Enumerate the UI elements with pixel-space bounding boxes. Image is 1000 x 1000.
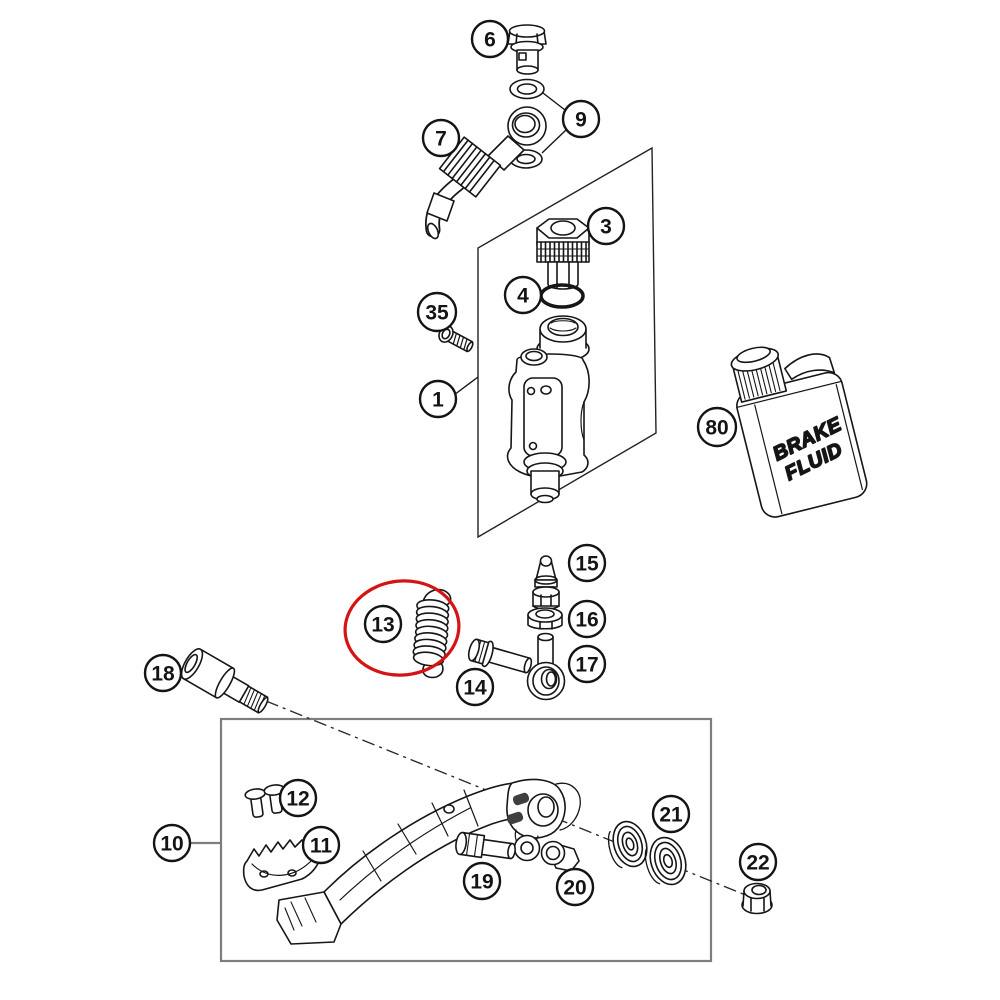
callout-17: 17 [567, 644, 607, 684]
svg-text:21: 21 [659, 804, 683, 827]
part-13-spring-drawing [412, 588, 452, 679]
svg-text:19: 19 [470, 871, 493, 894]
svg-text:12: 12 [286, 788, 309, 811]
callout-6: 6 [470, 19, 510, 59]
svg-text:4: 4 [517, 285, 529, 308]
part-7-brake-hose-drawing [424, 106, 547, 240]
part-16-nut-drawing [527, 607, 563, 630]
callout-21: 21 [651, 794, 691, 834]
svg-text:22: 22 [746, 852, 769, 875]
callout-16: 16 [567, 599, 607, 639]
callout-9-leader-lines [541, 92, 567, 154]
svg-text:6: 6 [484, 29, 496, 52]
part-6-banjo-bolt-drawing [507, 24, 547, 75]
svg-text:11: 11 [310, 835, 333, 858]
callout-12: 12 [278, 778, 318, 818]
svg-text:20: 20 [563, 877, 586, 900]
part-15-pushrod-drawing [532, 555, 560, 610]
part-9-washers-drawing [509, 78, 545, 169]
callout-10: 10 [152, 823, 192, 863]
svg-text:15: 15 [575, 553, 599, 576]
svg-text:10: 10 [160, 833, 183, 856]
part-10-pedal-assembly-drawing [276, 778, 581, 945]
svg-text:9: 9 [575, 109, 587, 132]
part-20-nut-drawing [540, 840, 580, 872]
master-cylinder-panel-box [477, 146, 657, 539]
callout-15: 15 [567, 543, 607, 583]
part-3-plug-drawing [536, 218, 590, 290]
part-19-bolt-drawing [455, 831, 516, 860]
callout-35: 35 [416, 291, 458, 333]
part-18-hinge-bolt-drawing [180, 648, 269, 714]
svg-text:14: 14 [463, 677, 487, 700]
part-80-brake-fluid-bottle-drawing: BRAKE FLUID [730, 346, 868, 518]
svg-text:7: 7 [435, 128, 447, 151]
callout-22: 22 [738, 842, 778, 882]
highlight-ellipse-part-13 [343, 579, 461, 677]
svg-text:17: 17 [575, 654, 598, 677]
callout-9: 9 [561, 99, 601, 139]
part-1-master-cylinder-drawing [506, 315, 590, 504]
callout-3: 3 [586, 206, 626, 246]
callout-1-leader-line [453, 376, 479, 396]
callout-11: 11 [301, 825, 341, 865]
part-17-rod-end-drawing [526, 632, 566, 701]
part-22-flange-nut-drawing [741, 882, 773, 915]
callout-18: 18 [143, 653, 183, 693]
svg-text:35: 35 [425, 302, 449, 325]
callout-1: 1 [418, 379, 458, 419]
pedal-group-box [219, 717, 713, 963]
svg-text:16: 16 [575, 609, 598, 632]
part-21-bearings-drawing [607, 820, 687, 886]
svg-text:13: 13 [371, 614, 394, 637]
callout-13: 13 [363, 604, 403, 644]
callout-4: 4 [503, 275, 543, 315]
alignment-axis-line [265, 700, 749, 897]
callout-14: 14 [455, 667, 495, 707]
callout-7: 7 [421, 118, 461, 158]
callout-20: 20 [555, 867, 595, 907]
callout-80: 80 [696, 406, 738, 448]
svg-text:80: 80 [705, 417, 728, 440]
part-11-pedal-tip-drawing [242, 839, 322, 892]
svg-text:1: 1 [432, 389, 444, 412]
svg-text:3: 3 [600, 216, 612, 239]
svg-text:18: 18 [151, 663, 175, 686]
callout-19: 19 [462, 861, 502, 901]
part-14-bolt-drawing [467, 638, 533, 674]
